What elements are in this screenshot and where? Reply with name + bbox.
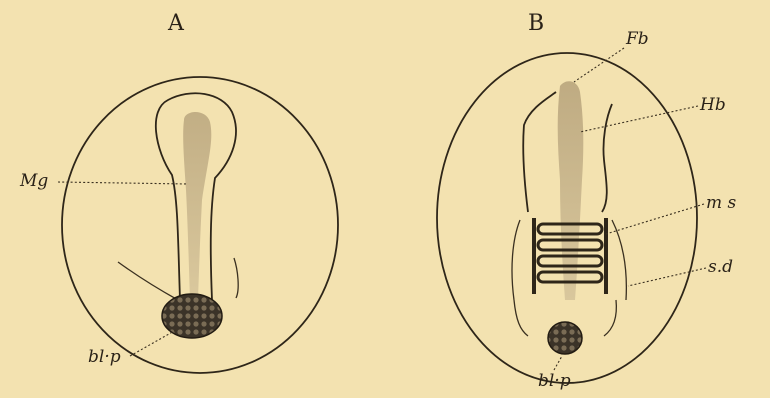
panel-a-blastopore <box>162 294 222 338</box>
panel-b-leader-blp <box>554 356 562 370</box>
panel-b-label-sd: s.d <box>708 257 733 277</box>
panel-b-left-body-contour <box>512 220 520 300</box>
panel-a: A Mg bl·p <box>19 11 338 373</box>
panel-b-leader-hb <box>580 106 698 132</box>
panel-b-letter: B <box>528 11 544 36</box>
panel-b-label-ms: m s <box>706 193 737 213</box>
panel-b-blastopore <box>548 322 582 354</box>
panel-b: B Fb Hb <box>437 11 737 391</box>
panel-a-label-mg: Mg <box>19 171 48 191</box>
panel-b-label-blp: bl·p <box>538 371 571 391</box>
panel-a-right-fold <box>234 258 238 298</box>
panel-b-leader-ms <box>606 204 704 234</box>
panel-a-leader-blp <box>130 330 176 356</box>
panel-a-left-fold <box>118 262 178 300</box>
panel-b-label-fb: Fb <box>625 29 649 49</box>
panel-a-label-blp: bl·p <box>88 347 121 367</box>
panel-b-label-hb: Hb <box>699 95 726 115</box>
panel-b-leader-sd <box>628 268 706 286</box>
panel-a-leader-mg <box>58 182 188 184</box>
panel-a-medullary-groove <box>183 112 211 300</box>
panel-a-letter: A <box>167 11 185 36</box>
